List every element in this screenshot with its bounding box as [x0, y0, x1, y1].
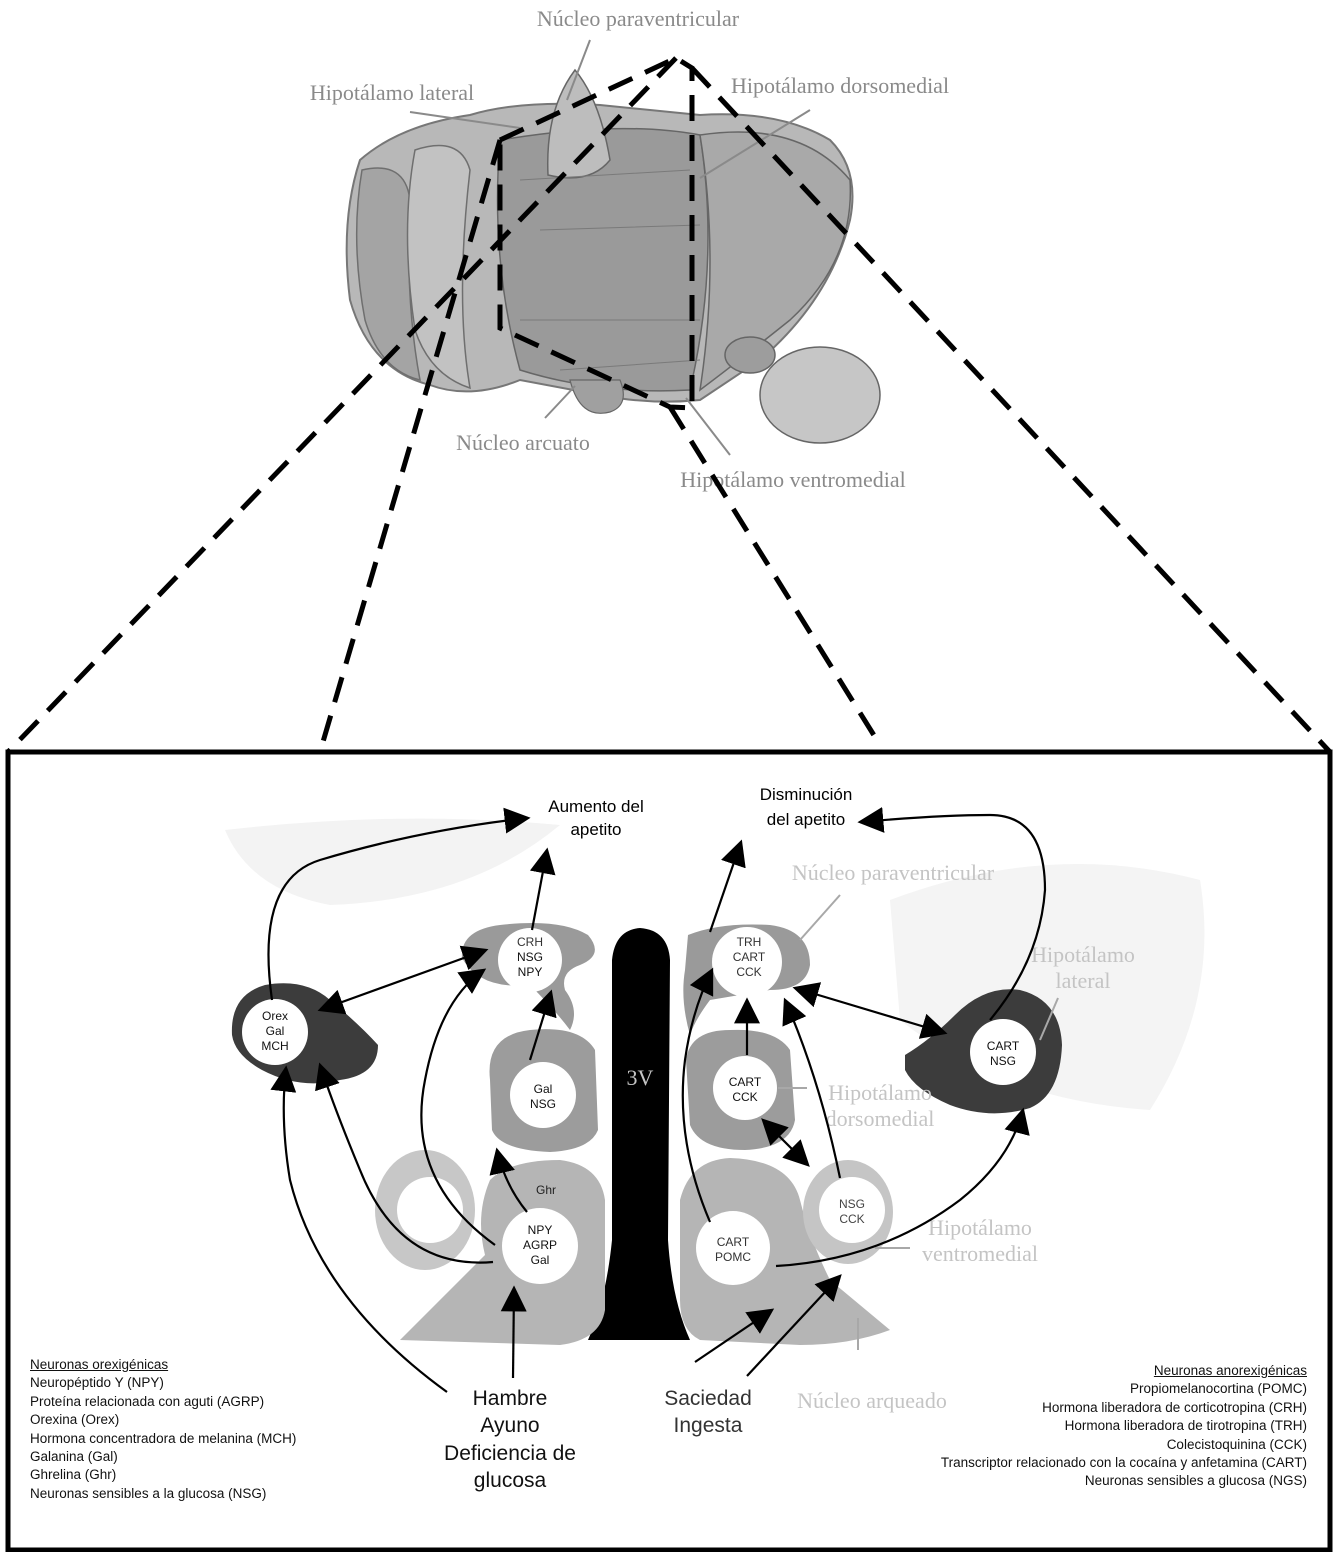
left-ventromedial-inner [397, 1177, 463, 1243]
legend-anorexigenic-item: Neuronas sensibles a glucosa (NGS) [941, 1472, 1307, 1490]
left-pvn-line-2: NSG [517, 950, 543, 964]
region-label-ventromedial-1: Hipotálamo [928, 1215, 1032, 1240]
legend-orexigenic-item: Galanina (Gal) [30, 1448, 296, 1466]
brain-label-arcuate: Núcleo arcuato [456, 430, 590, 455]
legend-anorexigenic-item: Propiomelanocortina (POMC) [941, 1380, 1307, 1398]
legend-orexigenic-item: Proteína relacionada con aguti (AGRP) [30, 1393, 296, 1411]
left-pvn-line-3: NPY [518, 965, 543, 979]
legend-anorexigenic-item: Hormona liberadora de corticotropina (CR… [941, 1399, 1307, 1417]
region-label-arcuate: Núcleo arqueado [797, 1388, 947, 1413]
legend-anorexigenic-item: Transcriptor relacionado con la cocaína … [941, 1454, 1307, 1472]
legend-anorexigenic: Neuronas anorexigénicas Propiomelanocort… [941, 1362, 1307, 1491]
outcome-decrease-line-1: Disminución [760, 785, 853, 804]
legend-anorexigenic-heading: Neuronas anorexigénicas [941, 1362, 1307, 1380]
right-pvn-line-1: TRH [737, 935, 762, 949]
hunger-line-2: Ayuno [480, 1414, 539, 1437]
right-dmh-line-1: CART [729, 1075, 762, 1089]
pituitary-gland [760, 347, 880, 443]
legend-orexigenic-heading: Neuronas orexigénicas [30, 1356, 296, 1374]
left-lateral-line-1: Orex [262, 1009, 288, 1023]
legend-anorexigenic-item: Hormona liberadora de tirotropina (TRH) [941, 1417, 1307, 1435]
right-lateral-line-2: NSG [990, 1054, 1016, 1068]
mammillary-body [570, 380, 623, 413]
region-label-dorsomedial-2: dorsomedial [826, 1106, 935, 1131]
arrow-hunger-to-arc [513, 1288, 514, 1378]
outcome-decrease-line-2: del apetito [767, 810, 845, 829]
right-pvn-line-2: CART [733, 950, 766, 964]
brain-label-dorsomedial: Hipotálamo dorsomedial [731, 73, 949, 98]
outcome-increase-line-1: Aumento del [548, 797, 643, 816]
region-label-dorsomedial-1: Hipotálamo [828, 1080, 932, 1105]
right-pvn-line-3: CCK [736, 965, 761, 979]
hunger-line-3: Deficiencia de [444, 1442, 576, 1465]
third-ventricle-label: 3V [627, 1065, 654, 1090]
right-vmh-line-1: NSG [839, 1197, 865, 1211]
left-pvn-line-1: CRH [517, 935, 543, 949]
right-lateral-line-1: CART [987, 1039, 1020, 1053]
hunger-line-1: Hambre [473, 1387, 548, 1410]
region-label-paraventricular: Núcleo paraventricular [792, 860, 995, 885]
legend-orexigenic: Neuronas orexigénicas Neuropéptido Y (NP… [30, 1356, 296, 1503]
left-arc-line-3: Gal [531, 1253, 550, 1267]
brain-label-paraventricular: Núcleo paraventricular [537, 6, 740, 31]
left-arc-line-1: NPY [528, 1223, 553, 1237]
satiety-line-2: Ingesta [674, 1414, 743, 1437]
legend-anorexigenic-item: Colecistoquinina (CCK) [941, 1436, 1307, 1454]
left-dmh-line-1: Gal [534, 1082, 553, 1096]
legend-orexigenic-item: Hormona concentradora de melanina (MCH) [30, 1430, 296, 1448]
left-lateral-line-2: Gal [266, 1024, 285, 1038]
left-arc-line-2: AGRP [523, 1238, 557, 1252]
legend-orexigenic-item: Neuronas sensibles a la glucosa (NSG) [30, 1485, 296, 1503]
outcome-increase-line-2: apetito [570, 820, 621, 839]
left-arc-tag: Ghr [536, 1183, 556, 1197]
legend-orexigenic-item: Orexina (Orex) [30, 1411, 296, 1429]
region-label-ventromedial-2: ventromedial [922, 1241, 1038, 1266]
region-label-lateral-1: Hipotálamo [1031, 942, 1135, 967]
hunger-line-4: glucosa [474, 1469, 547, 1492]
right-vmh-line-2: CCK [839, 1212, 864, 1226]
region-label-lateral-2: lateral [1056, 968, 1111, 993]
left-dmh-line-2: NSG [530, 1097, 556, 1111]
pituitary-stalk [725, 337, 775, 373]
legend-orexigenic-item: Neuropéptido Y (NPY) [30, 1374, 296, 1392]
satiety-line-1: Saciedad [664, 1387, 752, 1410]
left-lateral-line-3: MCH [261, 1039, 288, 1053]
right-arc-line-1: CART [717, 1235, 750, 1249]
brain-label-lateral: Hipotálamo lateral [310, 80, 474, 105]
right-dmh-line-2: CCK [732, 1090, 757, 1104]
legend-orexigenic-item: Ghrelina (Ghr) [30, 1466, 296, 1484]
right-arc-line-2: POMC [715, 1250, 751, 1264]
